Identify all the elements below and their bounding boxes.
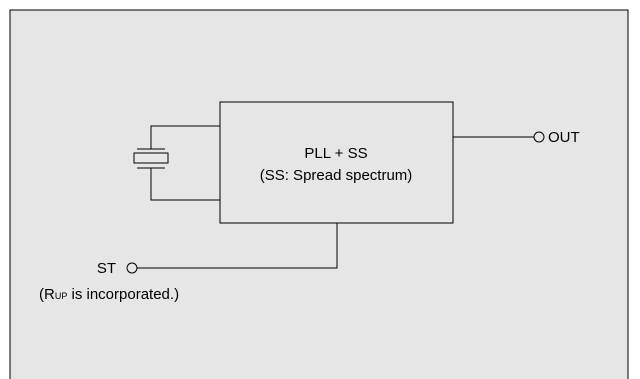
rup-note-prefix: (R (39, 286, 55, 303)
st-terminal (126, 262, 138, 274)
panel-border (9, 9, 629, 379)
rup-note-subscript: UP (55, 291, 68, 301)
rup-note: (RUP is incorporated.) (39, 286, 179, 303)
pll-ss-block (219, 101, 454, 224)
rup-note-suffix: is incorporated.) (67, 286, 179, 303)
out-terminal (533, 131, 545, 143)
crystal-icon (133, 125, 220, 201)
block-title: PLL + SS (304, 145, 367, 162)
st-label: ST (97, 260, 116, 277)
block-subtitle: (SS: Spread spectrum) (260, 167, 413, 184)
st-wire (137, 223, 338, 269)
out-label: OUT (548, 129, 580, 146)
